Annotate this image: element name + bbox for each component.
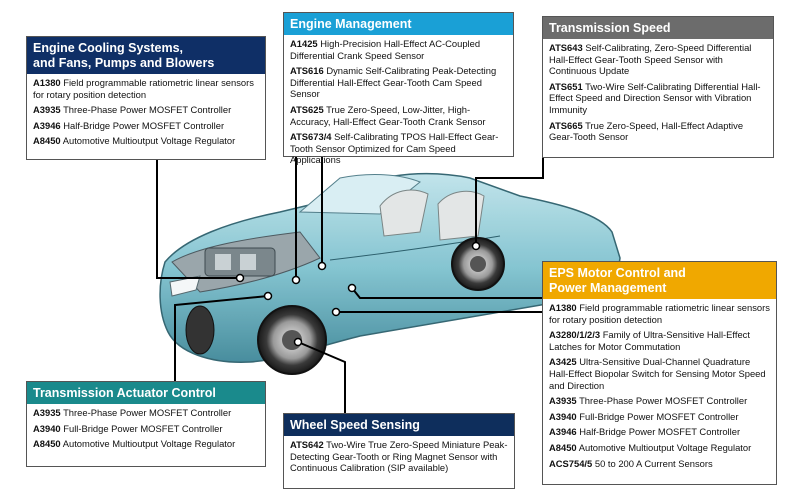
list-item: A3425 Ultra-Sensitive Dual-Channel Quadr… <box>549 356 770 391</box>
list-item: ATS643 Self-Calibrating, Zero-Speed Diff… <box>549 42 767 77</box>
part-code: ACS754/5 <box>549 457 593 469</box>
rear-wheel <box>451 237 505 291</box>
part-code: A1380 <box>33 77 61 88</box>
part-code: A3946 <box>549 426 577 438</box>
eps-title: EPS Motor Control and Power Management <box>543 262 776 299</box>
list-item: A3935 Three-Phase Power MOSFET Controlle… <box>549 395 770 407</box>
part-code: A3425 <box>549 356 577 368</box>
part-desc: Self-Calibrating TPOS Hall-Effect Gear-T… <box>290 131 499 166</box>
transmission-speed-title: Transmission Speed <box>543 17 773 39</box>
part-desc: 50 to 200 A Current Sensors <box>594 457 713 469</box>
part-desc: Field programmable ratiometric linear se… <box>33 77 254 100</box>
list-item: ATS673/4 Self-Calibrating TPOS Hall-Effe… <box>290 131 507 166</box>
part-desc: Three-Phase Power MOSFET Controller <box>63 407 232 418</box>
part-code: A3940 <box>549 410 577 422</box>
part-code: ATS643 <box>549 42 583 53</box>
list-item: A1380 Field programmable ratiometric lin… <box>33 77 259 100</box>
part-code: A8450 <box>549 441 577 453</box>
list-item: ATS651 Two-Wire Self-Calibrating Differe… <box>549 81 767 116</box>
part-code: ATS665 <box>549 119 583 131</box>
part-desc: Two-Wire True Zero-Speed Miniature Peak-… <box>290 439 508 474</box>
part-desc: Three-Phase Power MOSFET Controller <box>579 395 748 407</box>
engine-items: A1425 High-Precision Hall-Effect AC-Coup… <box>284 35 513 172</box>
part-code: A3946 <box>33 119 61 131</box>
part-code: A3935 <box>549 395 577 407</box>
part-code: A8450 <box>33 438 61 450</box>
part-desc: Two-Wire Self-Calibrating Differential H… <box>549 80 761 115</box>
list-item: A3935 Three-Phase Power MOSFET Controlle… <box>33 104 259 116</box>
actuator-box: Transmission Actuator Control A3935 Thre… <box>26 381 266 467</box>
front-wheel <box>257 305 327 375</box>
list-item: A3935 Three-Phase Power MOSFET Controlle… <box>33 407 259 419</box>
part-desc: Half-Bridge Power MOSFET Controller <box>63 119 225 131</box>
list-item: ATS625 True Zero-Speed, Low-Jitter, High… <box>290 104 507 127</box>
part-code: A1380 <box>549 302 577 313</box>
list-item: ATS616 Dynamic Self-Calibrating Peak-Det… <box>290 65 507 100</box>
cooling-items: A1380 Field programmable ratiometric lin… <box>27 74 265 153</box>
list-item: ACS754/5 50 to 200 A Current Sensors <box>549 458 770 470</box>
part-desc: Automotive Multioutput Voltage Regulator <box>578 441 752 453</box>
part-code: A3280/1/2/3 <box>549 329 601 341</box>
part-code: ATS616 <box>290 65 324 77</box>
list-item: A8450 Automotive Multioutput Voltage Reg… <box>33 135 259 147</box>
list-item: ATS642 Two-Wire True Zero-Speed Miniatur… <box>290 439 508 474</box>
cooling-title-line1: Engine Cooling Systems, <box>33 41 184 55</box>
actuator-items: A3935 Three-Phase Power MOSFET Controlle… <box>27 404 265 456</box>
transmission-speed-box: Transmission Speed ATS643 Self-Calibrati… <box>542 16 774 158</box>
cooling-title: Engine Cooling Systems, and Fans, Pumps … <box>27 37 265 74</box>
list-item: A3940 Full-Bridge Power MOSFET Controlle… <box>549 411 770 423</box>
part-code: A3940 <box>33 422 61 434</box>
transmission-speed-items: ATS643 Self-Calibrating, Zero-Speed Diff… <box>543 39 773 149</box>
part-desc: Field programmable ratiometric linear se… <box>549 302 770 325</box>
part-code: ATS625 <box>290 103 324 115</box>
list-item: A3946 Half-Bridge Power MOSFET Controlle… <box>33 120 259 132</box>
part-desc: Ultra-Sensitive Dual-Channel Quadrature … <box>549 356 766 391</box>
part-code: ATS642 <box>290 439 324 450</box>
actuator-title: Transmission Actuator Control <box>27 382 265 404</box>
eps-items: A1380 Field programmable ratiometric lin… <box>543 299 776 475</box>
wheel-speed-box: Wheel Speed Sensing ATS642 Two-Wire True… <box>283 413 515 489</box>
list-item: A3946 Half-Bridge Power MOSFET Controlle… <box>549 426 770 438</box>
part-desc: True Zero-Speed, Low-Jitter, High-Accura… <box>290 103 486 127</box>
eps-title-line2: Power Management <box>549 281 667 295</box>
part-desc: Three-Phase Power MOSFET Controller <box>63 104 232 116</box>
part-desc: Automotive Multioutput Voltage Regulator <box>62 135 236 147</box>
list-item: A3280/1/2/3 Family of Ultra-Sensitive Ha… <box>549 329 770 352</box>
wheel-speed-items: ATS642 Two-Wire True Zero-Speed Miniatur… <box>284 436 514 480</box>
list-item: A1425 High-Precision Hall-Effect AC-Coup… <box>290 38 507 61</box>
list-item: A8450 Automotive Multioutput Voltage Reg… <box>549 442 770 454</box>
part-desc: Family of Ultra-Sensitive Hall-Effect La… <box>549 329 750 352</box>
part-code: A8450 <box>33 135 61 147</box>
cooling-title-line2: and Fans, Pumps and Blowers <box>33 56 215 70</box>
part-desc: Full-Bridge Power MOSFET Controller <box>63 422 223 434</box>
wheel-speed-title: Wheel Speed Sensing <box>284 414 514 436</box>
part-desc: Automotive Multioutput Voltage Regulator <box>62 438 236 450</box>
part-desc: Full-Bridge Power MOSFET Controller <box>579 410 739 422</box>
leader-dots <box>235 241 481 347</box>
eps-box: EPS Motor Control and Power Management A… <box>542 261 777 485</box>
list-item: A1380 Field programmable ratiometric lin… <box>549 302 770 325</box>
eps-title-line1: EPS Motor Control and <box>549 266 686 280</box>
part-code: ATS673/4 <box>290 131 332 143</box>
list-item: ATS665 True Zero-Speed, Hall-Effect Adap… <box>549 120 767 143</box>
part-code: A3935 <box>33 407 61 418</box>
part-desc: Self-Calibrating, Zero-Speed Differentia… <box>549 42 752 77</box>
engine-box: Engine Management A1425 High-Precision H… <box>283 12 514 165</box>
left-front-wheel <box>185 305 215 355</box>
part-code: A3935 <box>33 104 61 116</box>
list-item: A3940 Full-Bridge Power MOSFET Controlle… <box>33 423 259 435</box>
part-code: ATS651 <box>549 80 583 92</box>
list-item: A8450 Automotive Multioutput Voltage Reg… <box>33 438 259 450</box>
part-code: A1425 <box>290 38 318 49</box>
part-desc: High-Precision Hall-Effect AC-Coupled Di… <box>290 38 481 61</box>
part-desc: True Zero-Speed, Hall-Effect Adaptive Ge… <box>549 119 744 143</box>
part-desc: Half-Bridge Power MOSFET Controller <box>579 426 741 438</box>
engine-title: Engine Management <box>284 13 513 35</box>
cooling-box: Engine Cooling Systems, and Fans, Pumps … <box>26 36 266 160</box>
part-desc: Dynamic Self-Calibrating Peak-Detecting … <box>290 65 497 100</box>
leader-lines <box>156 156 544 414</box>
